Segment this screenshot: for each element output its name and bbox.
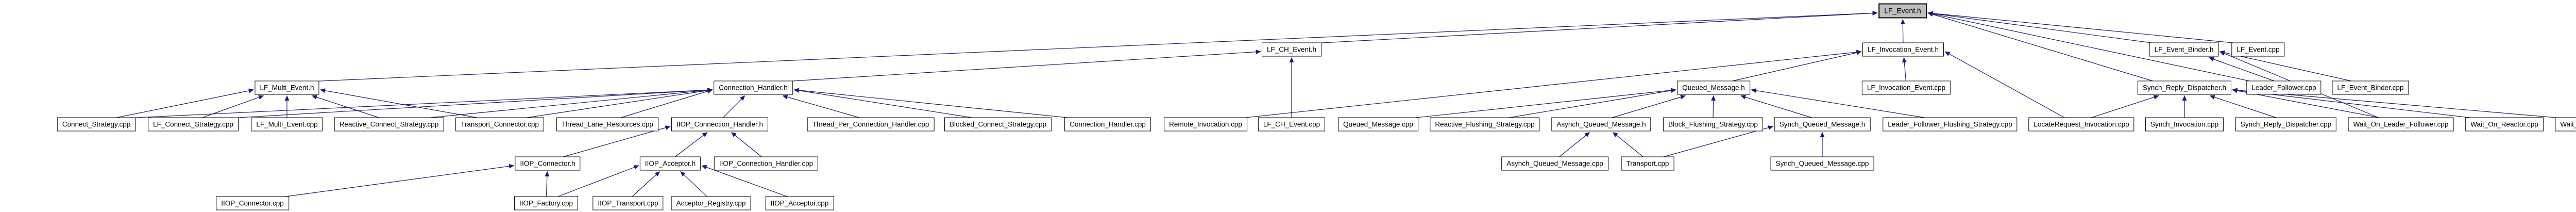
- include-edge: [631, 171, 660, 197]
- include-edge: [620, 89, 713, 119]
- graph-node-iiop-factory-cpp[interactable]: IIOP_Factory.cpp: [514, 196, 579, 210]
- graph-node-leader-follower-flushing-strategy-cpp[interactable]: Leader_Follower_Flushing_Strategy.cpp: [1883, 117, 2018, 132]
- include-edge: [793, 88, 974, 119]
- graph-node-lf-invocation-event-h[interactable]: LF_Invocation_Event.h: [1862, 42, 1944, 57]
- include-edge: [283, 164, 514, 198]
- include-edge: [1611, 94, 1686, 119]
- graph-node-synch-reply-dispatcher-h[interactable]: Synch_Reply_Dispatcher.h: [2137, 80, 2232, 95]
- graph-node-synch-invocation-cpp[interactable]: Synch_Invocation.cpp: [2145, 117, 2224, 132]
- graph-node-iiop-connector-h[interactable]: IIOP_Connector.h: [515, 156, 581, 171]
- include-edge: [428, 88, 713, 119]
- graph-node-reactive-connect-strategy-cpp[interactable]: Reactive_Connect_Strategy.cpp: [334, 117, 444, 132]
- graph-node-asynch-queued-message-cpp[interactable]: Asynch_Queued_Message.cpp: [1501, 156, 1608, 171]
- graph-node-connection-handler-h[interactable]: Connection_Handler.h: [714, 80, 793, 95]
- include-edge: [1927, 11, 2154, 44]
- graph-node-thread-lane-resources-cpp[interactable]: Thread_Lane_Resources.cpp: [556, 117, 658, 132]
- include-edge: [545, 171, 550, 197]
- graph-node-lf-event-h[interactable]: LF_Event.h: [1878, 3, 1927, 19]
- include-edge: [1927, 11, 2251, 82]
- graph-node-iiop-transport-cpp[interactable]: IIOP_Transport.cpp: [592, 196, 664, 210]
- graph-node-lf-event-binder-cpp[interactable]: LF_Event_Binder.cpp: [2332, 80, 2409, 95]
- graph-node-connect-strategy-cpp[interactable]: Connect_Strategy.cpp: [57, 117, 136, 132]
- graph-node-lf-ch-event-h[interactable]: LF_CH_Event.h: [1261, 42, 1322, 57]
- graph-node-reactive-flushing-strategy-cpp[interactable]: Reactive_Flushing_Strategy.cpp: [1430, 117, 1540, 132]
- graph-node-synch-queued-message-cpp[interactable]: Synch_Queued_Message.cpp: [1770, 156, 1874, 171]
- graph-node-iiop-connection-handler-cpp[interactable]: IIOP_Connection_Handler.cpp: [714, 156, 819, 171]
- include-edge: [562, 125, 671, 158]
- include-edge: [315, 10, 1878, 82]
- include-edge: [1740, 95, 1813, 119]
- include-edge: [320, 88, 479, 119]
- graph-node-queued-message-cpp[interactable]: Queued_Message.cpp: [1338, 117, 1418, 132]
- graph-node-lf-event-binder-h[interactable]: LF_Event_Binder.h: [2149, 42, 2219, 57]
- include-edge: [2209, 95, 2277, 119]
- include-edge: [2209, 57, 2275, 82]
- include-edge: [312, 95, 380, 119]
- include-edge: [731, 132, 762, 157]
- include-edge: [1243, 50, 1862, 119]
- include-edge: [793, 88, 1070, 119]
- include-edge: [1927, 12, 2154, 82]
- include-edge: [674, 132, 708, 157]
- graph-node-remote-invocation-cpp[interactable]: Remote_Invocation.cpp: [1164, 117, 1247, 132]
- include-edge: [557, 165, 639, 198]
- include-edge: [525, 88, 713, 119]
- include-edge: [234, 88, 713, 119]
- graph-node-lf-multi-event-cpp[interactable]: LF_Multi_Event.cpp: [251, 117, 323, 132]
- include-edges: [115, 10, 2560, 198]
- include-edge: [2219, 50, 2353, 82]
- graph-node-wait-on-reactor-cpp[interactable]: Wait_On_Reactor.cpp: [2465, 117, 2544, 132]
- graph-node-lf-event-cpp[interactable]: LF_Event.cpp: [2231, 42, 2285, 57]
- graph-node-locaterequest-invocation-cpp[interactable]: LocateRequest_Invocation.cpp: [2028, 117, 2134, 132]
- include-edge: [1317, 11, 1878, 44]
- graph-node-block-flushing-strategy-cpp[interactable]: Block_Flushing_Strategy.cpp: [1663, 117, 1763, 132]
- include-edge: [680, 171, 708, 197]
- graph-node-iiop-connector-cpp[interactable]: IIOP_Connector.cpp: [216, 196, 289, 210]
- graph-node-lf-invocation-event-cpp[interactable]: LF_Invocation_Event.cpp: [1861, 80, 1951, 95]
- graph-node-lf-ch-event-cpp[interactable]: LF_CH_Event.cpp: [1258, 117, 1326, 132]
- include-edge: [2090, 95, 2159, 119]
- include-edge: [1414, 88, 1676, 119]
- include-edge: [1711, 95, 1716, 118]
- graph-node-lf-connect-strategy-cpp[interactable]: LF_Connect_Strategy.cpp: [148, 117, 239, 132]
- include-edge: [1944, 51, 2065, 119]
- graph-node-blocked-connect-strategy-cpp[interactable]: Blocked_Connect_Strategy.cpp: [944, 117, 1052, 132]
- include-edge: [1902, 57, 1907, 81]
- include-edge: [1927, 11, 2236, 44]
- graph-node-asynch-queued-message-h[interactable]: Asynch_Queued_Message.h: [1551, 117, 1651, 132]
- graph-node-thread-per-connection-handler-cpp[interactable]: Thread_Per_Connection_Handler.cpp: [807, 117, 935, 132]
- graph-node-acceptor-registry-cpp[interactable]: Acceptor_Registry.cpp: [671, 196, 751, 210]
- include-edge: [1731, 50, 1862, 82]
- graph-node-synch-queued-message-h[interactable]: Synch_Queued_Message.h: [1774, 117, 1871, 132]
- include-edge: [788, 50, 1261, 82]
- graph-node-connection-handler-cpp[interactable]: Connection_Handler.cpp: [1064, 117, 1151, 132]
- graph-node-lf-multi-event-h[interactable]: LF_Multi_Event.h: [255, 80, 319, 95]
- graph-node-queued-message-h[interactable]: Queued_Message.h: [1677, 80, 1750, 95]
- graph-node-iiop-acceptor-cpp[interactable]: IIOP_Acceptor.cpp: [765, 196, 834, 210]
- graph-node-leader-follower-cpp[interactable]: Leader_Follower.cpp: [2246, 80, 2321, 95]
- include-edge: [115, 88, 254, 119]
- include-edge: [1751, 88, 1926, 119]
- graph-node-wait-on-leader-follower-cpp[interactable]: Wait_On_Leader_Follower.cpp: [2348, 117, 2454, 132]
- include-edge: [201, 95, 264, 119]
- graph-node-iiop-acceptor-h[interactable]: IIOP_Acceptor.h: [639, 156, 701, 171]
- include-edge: [782, 94, 860, 119]
- include-edge: [1558, 132, 1590, 157]
- include-edge: [1663, 125, 1773, 158]
- include-edge: [1507, 88, 1676, 119]
- graph-node-synch-reply-dispatcher-cpp[interactable]: Synch_Reply_Dispatcher.cpp: [2235, 117, 2337, 132]
- include-edge: [131, 87, 713, 119]
- include-edge: [722, 95, 745, 118]
- graph-node-wait-on-read-cpp[interactable]: Wait_On_Read.cpp: [2555, 117, 2576, 132]
- include-edge: [701, 165, 788, 198]
- graph-node-iiop-connection-handler-h[interactable]: IIOP_Connection_Handler.h: [671, 117, 769, 132]
- include-edge: [1613, 132, 1644, 157]
- graph-node-transport-connector-cpp[interactable]: Transport_Connector.cpp: [455, 117, 544, 132]
- graph-node-transport-cpp[interactable]: Transport.cpp: [1621, 156, 1674, 171]
